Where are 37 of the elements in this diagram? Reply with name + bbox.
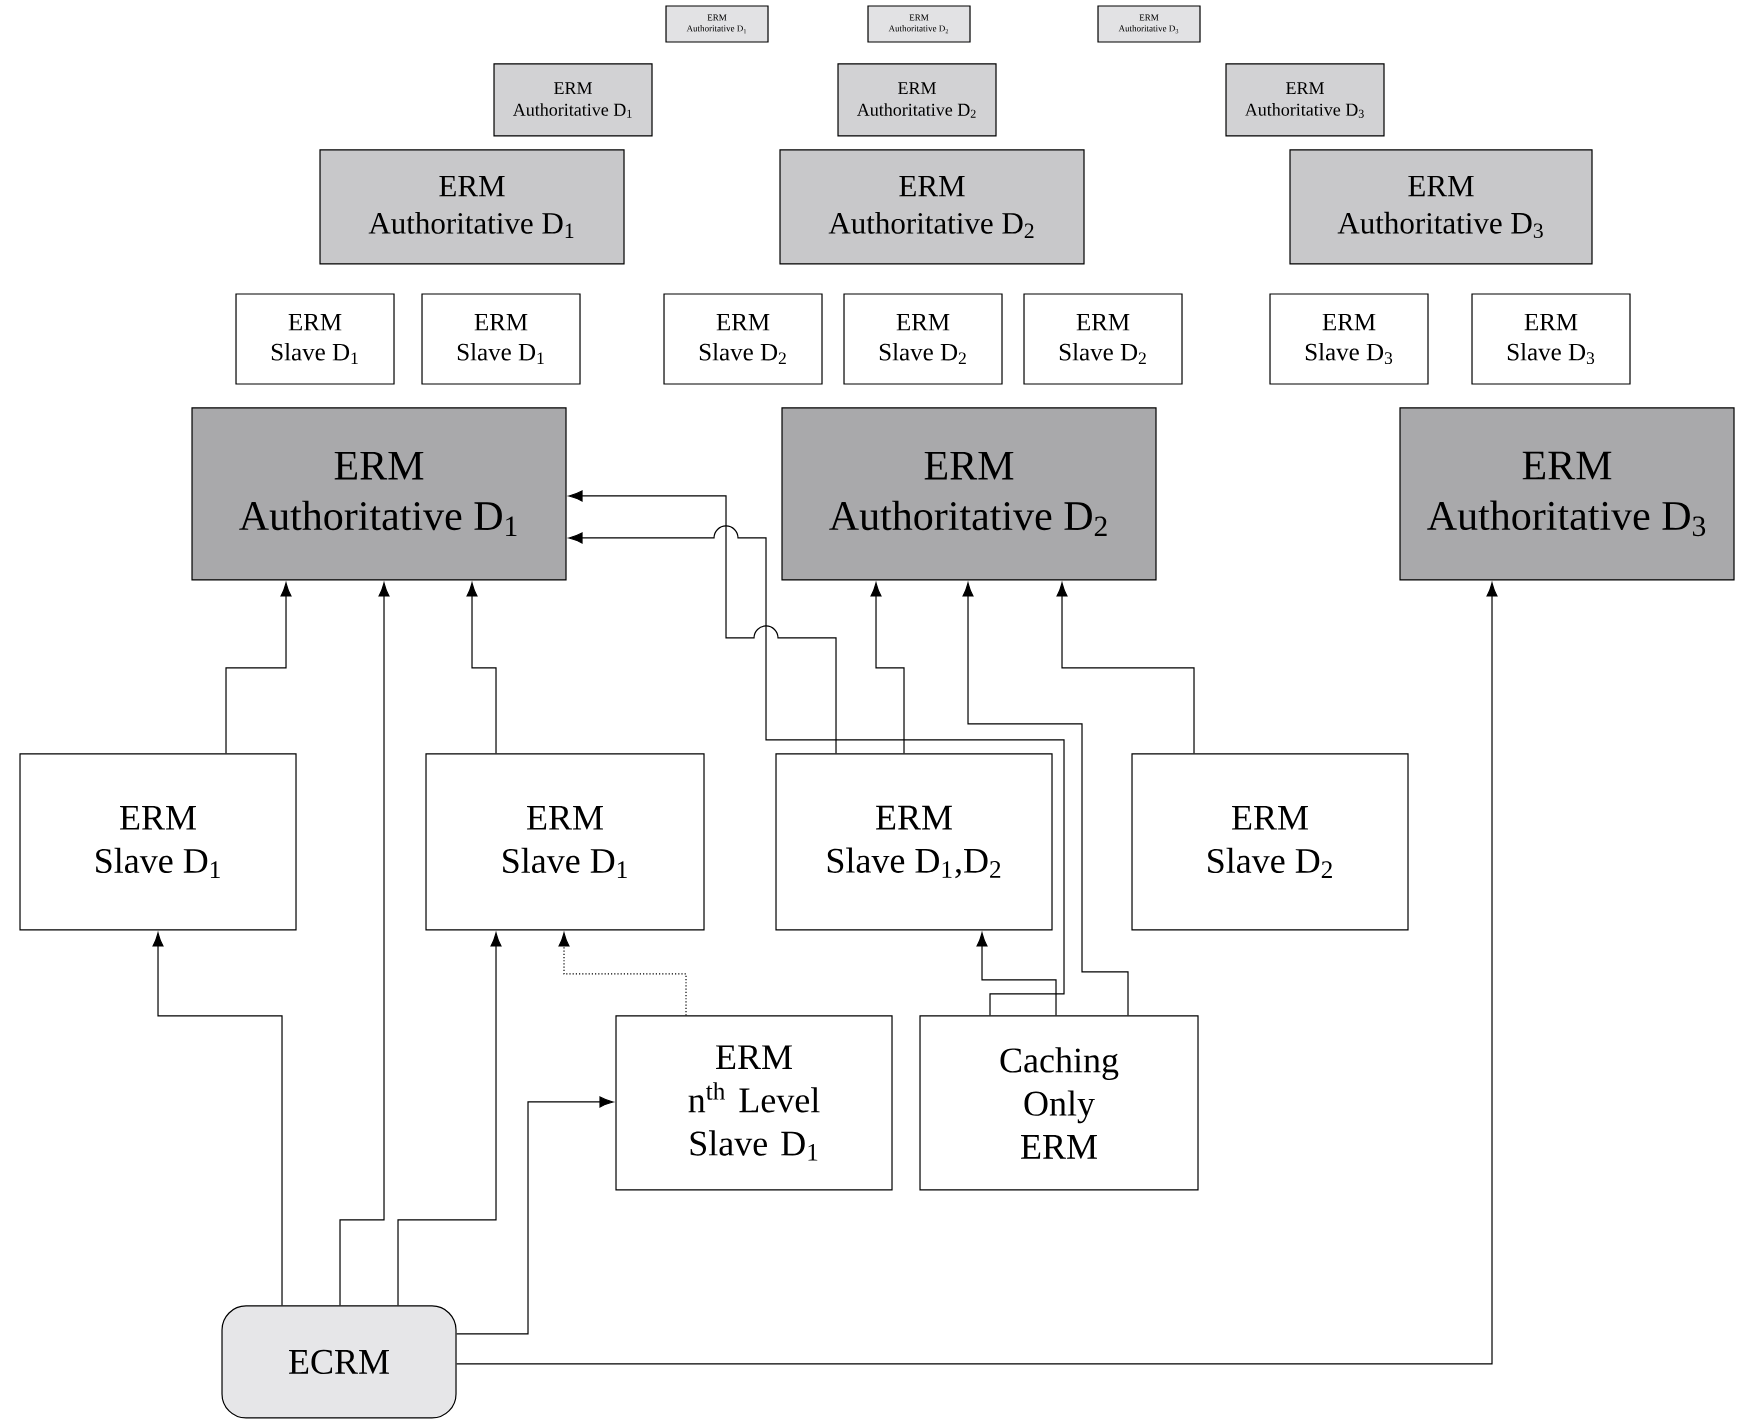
process-box: Caching Only ERM bbox=[919, 1015, 1199, 1191]
process-box: ERM Slave D$_{1}$,D$_{2}$ bbox=[775, 753, 1053, 931]
process-box: ERM Slave D$_{1}$ bbox=[421, 293, 581, 385]
process-box: ERM Authoritative D$_{1}$ bbox=[493, 63, 653, 137]
process-box: ERM Slave D$_{1}$ bbox=[235, 293, 395, 385]
process-box: ERM Slave D$_{3}$ bbox=[1269, 293, 1429, 385]
process-box: ERM Slave D$_{2}$ bbox=[843, 293, 1003, 385]
process-box: ERM Slave D$_{2}$ bbox=[1131, 753, 1409, 931]
arrow bbox=[962, 582, 1129, 1016]
process-box: ERM Authoritative D$_{3}$ bbox=[1225, 63, 1385, 137]
process-box: ERM n$^{th}$ Level Slave D$_{1}$ bbox=[615, 1015, 893, 1191]
process-box: ERM Slave D$_{1}$ bbox=[425, 753, 705, 931]
arrow bbox=[976, 932, 1057, 1016]
rounded-box: ECRM bbox=[221, 1305, 457, 1419]
process-box: ERM Authoritative D$_{2}$ bbox=[779, 149, 1085, 265]
process-box: ERM Slave D$_{3}$ bbox=[1471, 293, 1631, 385]
arrow bbox=[1056, 582, 1195, 754]
arrow bbox=[152, 932, 283, 1306]
process-box: ERM Authoritative D$_{1}$ bbox=[319, 149, 625, 265]
arrow bbox=[568, 490, 837, 754]
dotted-arrow bbox=[558, 932, 687, 1016]
arrow bbox=[456, 1096, 614, 1335]
arrow bbox=[456, 582, 1498, 1365]
process-box: ERM Slave D$_{1}$ bbox=[19, 753, 297, 931]
arrow bbox=[870, 582, 905, 754]
arrow bbox=[466, 582, 497, 754]
arrow bbox=[568, 525, 1065, 1016]
process-box: ERM Authoritative D$_{3}$ bbox=[1399, 407, 1735, 581]
arrow bbox=[397, 932, 502, 1306]
arrow bbox=[225, 582, 292, 754]
process-box: ERM Authoritative D$_{2}$ bbox=[837, 63, 997, 137]
arrow bbox=[339, 582, 390, 1306]
process-box: ERM Authoritative D$_{2}$ bbox=[781, 407, 1157, 581]
process-box: ERM Slave D$_{2}$ bbox=[1023, 293, 1183, 385]
process-box: ERM Authoritative D$_{3}$ bbox=[1289, 149, 1593, 265]
process-box: ERM Slave D$_{2}$ bbox=[663, 293, 823, 385]
process-box: ERM Authoritative D$_{1}$ bbox=[191, 407, 567, 581]
